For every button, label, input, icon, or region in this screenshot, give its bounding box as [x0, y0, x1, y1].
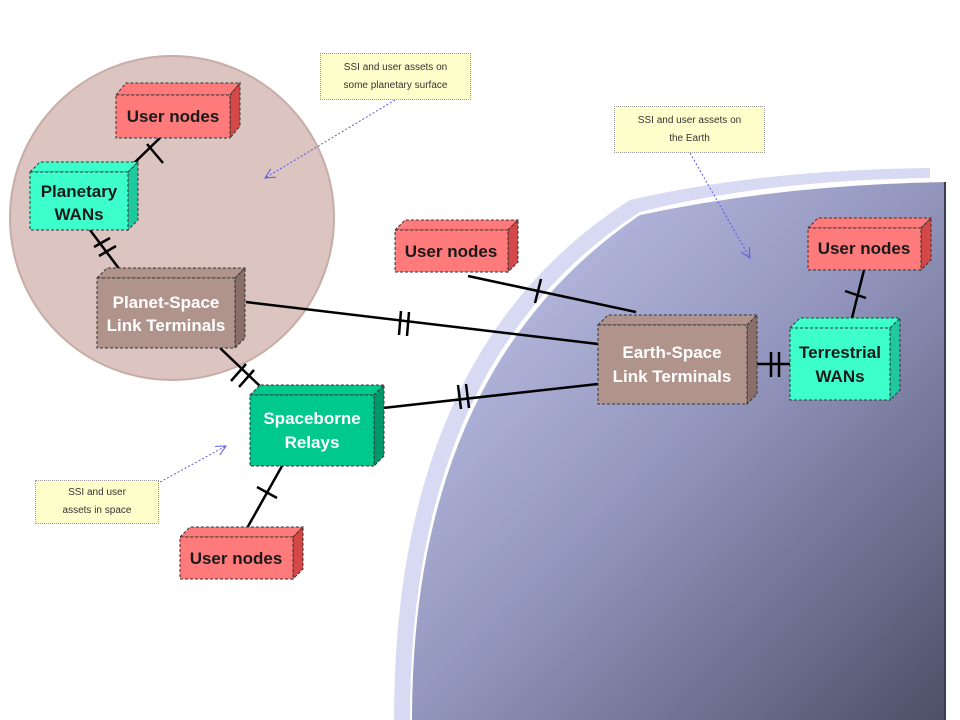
arrow-planetary-surface	[265, 99, 396, 178]
planet-surface	[9, 55, 335, 381]
node-planetary-wans: Planetary WANs	[28, 160, 140, 232]
node-terrestrial-wans: Terrestrial WANs	[788, 316, 902, 402]
arrow-earth	[689, 152, 750, 258]
link-relays-earth-terminals	[382, 382, 599, 410]
earth-space-terminals-label-line1: Earth-Space	[622, 343, 721, 362]
note-space-line1: SSI and user	[68, 487, 126, 498]
planetary-wans-label-line2: WANs	[54, 205, 103, 224]
note-arrows	[159, 99, 750, 483]
spaceborne-relays-label-line1: Spaceborne	[263, 409, 360, 428]
connections	[89, 132, 866, 531]
user-nodes-space-label: User nodes	[190, 549, 283, 568]
user-nodes-center-label: User nodes	[405, 242, 498, 261]
link-user-earth-terrestrial	[850, 269, 866, 319]
spaceborne-relays-label-line2: Relays	[285, 433, 340, 452]
link-planet-terminals-earth-terminals	[245, 300, 599, 346]
user-nodes-earth-label: User nodes	[818, 239, 911, 258]
note-earth-line1: SSI and user assets on	[637, 114, 742, 126]
node-user-nodes-earth: User nodes	[806, 216, 933, 272]
link-relays-user-space	[244, 465, 284, 531]
note-space: SSI and user assets in space	[35, 480, 159, 524]
note-planetary-surface-line2: some planetary surface	[343, 79, 448, 91]
link-tick-marks	[93, 143, 867, 500]
planetary-wans-label-line1: Planetary	[41, 182, 118, 201]
earth-halo	[394, 168, 930, 720]
node-planet-space-terminals: Planet-Space Link Terminals	[95, 266, 247, 350]
node-earth-space-terminals: Earth-Space Link Terminals	[596, 313, 759, 406]
planet-space-terminals-label-line2: Link Terminals	[107, 316, 226, 335]
note-space-line2: assets in space	[62, 505, 132, 516]
note-earth-line2: the Earth	[669, 132, 710, 144]
planet-space-terminals-label-line1: Planet-Space	[113, 293, 220, 312]
link-user-center-earth-terminals	[467, 274, 637, 314]
earth-body	[412, 182, 945, 720]
node-user-nodes-planet: User nodes	[114, 81, 242, 140]
link-planetary-wans-terminals	[89, 229, 121, 271]
node-user-nodes-space: User nodes	[178, 525, 305, 581]
terrestrial-wans-label-line1: Terrestrial	[799, 343, 881, 362]
terrestrial-wans-label-line2: WANs	[815, 367, 864, 386]
note-planetary-surface-line1: SSI and user assets on	[343, 61, 448, 73]
user-nodes-planet-label: User nodes	[127, 107, 220, 126]
earth-space-terminals-label-line2: Link Terminals	[613, 367, 732, 386]
note-planetary-surface: SSI and user assets on some planetary su…	[320, 53, 471, 100]
node-user-nodes-center: User nodes	[393, 218, 520, 274]
node-spaceborne-relays: Spaceborne Relays	[248, 383, 386, 468]
arrow-space	[159, 446, 226, 483]
note-earth: SSI and user assets on the Earth	[614, 106, 765, 153]
